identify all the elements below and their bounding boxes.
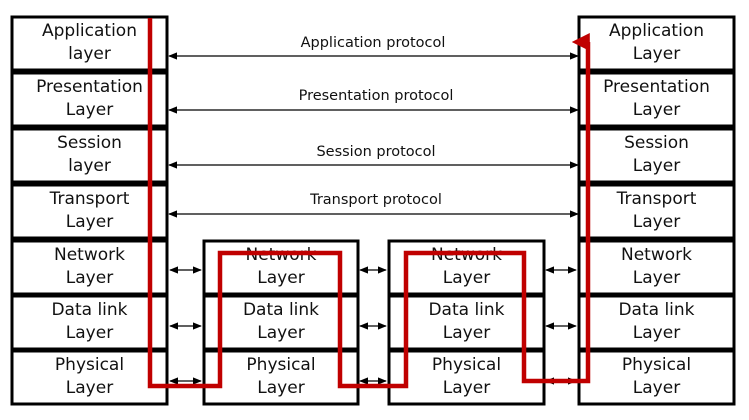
link-arrows — [169, 266, 577, 385]
layer-label-line1: Data link — [51, 300, 127, 320]
layer-cell — [10, 349, 169, 406]
application-protocol-label: Application protocol — [301, 35, 446, 51]
layer-label-line1: Transport — [49, 189, 130, 209]
layer-label-line2: Layer — [257, 268, 304, 288]
layer-label-line1: Physical — [246, 355, 315, 375]
stack-frame — [577, 15, 736, 406]
layer-label-line1: Physical — [55, 355, 124, 375]
layer-cell — [202, 294, 360, 351]
layer-cell — [577, 127, 736, 184]
layer-cell — [577, 71, 736, 128]
presentation-protocol-label: Presentation protocol — [299, 88, 454, 104]
layer-cell — [577, 239, 736, 296]
layer-cell — [577, 183, 736, 240]
layer-label-line1: Data link — [243, 300, 319, 320]
layer-label-line2: Layer — [633, 268, 680, 288]
layer-cell — [577, 294, 736, 351]
layer-label-line2: Layer — [443, 378, 490, 398]
layer-cell — [387, 294, 546, 351]
layer-label-line1: Physical — [622, 355, 691, 375]
layer-label-line1: Network — [54, 245, 125, 265]
layer-label-line1: Physical — [432, 355, 501, 375]
layer-label-line2: Layer — [633, 323, 680, 343]
layer-label-line1: Application — [609, 21, 704, 41]
layer-cell — [10, 15, 169, 72]
layer-cell — [387, 239, 546, 296]
layer-cell — [387, 349, 546, 406]
layer-label-line2: Layer — [66, 100, 113, 120]
layer-label-line1: Presentation — [36, 77, 143, 97]
layer-label-line1: Network — [621, 245, 692, 265]
layer-label-line2: Layer — [66, 268, 113, 288]
stack-frame — [10, 15, 169, 406]
layer-label-line1: Data link — [618, 300, 694, 320]
left-host-stack: ApplicationlayerPresentationLayerSession… — [10, 15, 169, 406]
layer-label-line2: Layer — [66, 378, 113, 398]
layer-label-line1: Transport — [616, 189, 697, 209]
stack-frame — [387, 239, 546, 406]
layer-label-line2: Layer — [257, 378, 304, 398]
layer-label-line2: Layer — [443, 268, 490, 288]
layer-cell — [202, 239, 360, 296]
layer-label-line2: Layer — [66, 323, 113, 343]
layer-label-line1: Data link — [428, 300, 504, 320]
layer-label-line2: Layer — [443, 323, 490, 343]
layer-label-line2: layer — [68, 44, 111, 64]
layer-cell — [10, 71, 169, 128]
right-host-stack: ApplicationLayerPresentationLayerSession… — [577, 15, 736, 406]
layer-label-line2: Layer — [633, 100, 680, 120]
peer-protocol-arrows: Application protocol Presentation protoc… — [168, 35, 579, 218]
layer-label-line2: Layer — [257, 323, 304, 343]
layer-label-line2: Layer — [633, 378, 680, 398]
layer-cell — [202, 349, 360, 406]
layer-label-line2: Layer — [633, 156, 680, 176]
layer-cell — [10, 127, 169, 184]
layer-label-line1: Presentation — [603, 77, 710, 97]
session-protocol-label: Session protocol — [316, 144, 435, 160]
layer-cell — [10, 183, 169, 240]
layer-label-line2: Layer — [66, 212, 113, 232]
layer-label-line1: Session — [57, 133, 122, 153]
layer-label-line1: Session — [624, 133, 689, 153]
layer-cell — [10, 239, 169, 296]
layer-cell — [10, 294, 169, 351]
layer-label-line2: Layer — [633, 44, 680, 64]
data-flow-path — [147, 18, 591, 389]
layer-label-line1: Application — [42, 21, 137, 41]
layer-label-line2: layer — [68, 156, 111, 176]
layer-cell — [577, 349, 736, 406]
layer-label-line2: Layer — [633, 212, 680, 232]
transport-protocol-label: Transport protocol — [309, 192, 442, 208]
